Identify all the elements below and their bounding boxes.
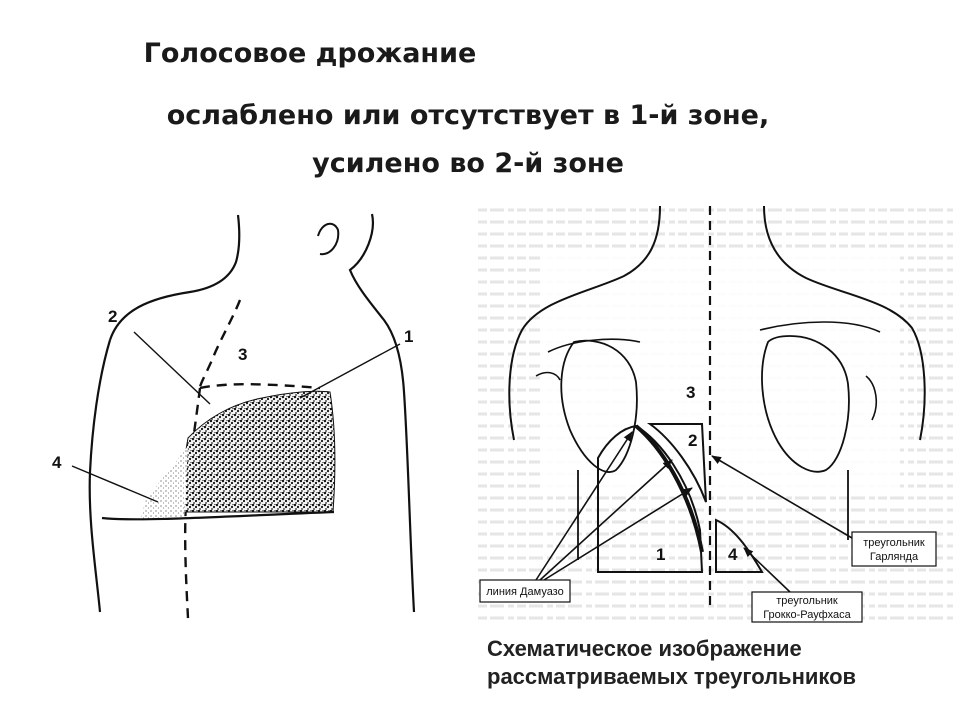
heading-line-2: ослаблено или отсутствует в 1-й зоне, (166, 100, 770, 131)
zone4-grocco-triangle (715, 518, 764, 573)
left-label-2: 2 (108, 307, 117, 326)
ear-outline (317, 222, 340, 256)
zone4-area (140, 446, 188, 520)
garland-box-text-1: треугольник (863, 537, 925, 549)
caption-line-1: Схематическое изображение (487, 636, 802, 661)
heading-line-3: усилено во 2-й зоне (312, 148, 624, 179)
arrow-to-damoiseau-top (535, 431, 633, 581)
right-neck-shoulder (763, 205, 926, 441)
grocco-box-text-1: треугольник (776, 595, 838, 607)
leader-line-1 (299, 343, 401, 399)
right-shoulder-outline (348, 213, 416, 613)
arrow-to-damoiseau-low (543, 487, 693, 581)
left-arm-outline (88, 339, 112, 613)
right-label-2: 2 (688, 431, 697, 450)
left-shoulder-outline (108, 214, 241, 341)
arrow-to-grocco (743, 547, 791, 593)
zones-bottom-line (101, 510, 335, 521)
zone3-dashed-boundary (199, 383, 321, 390)
left-neck-shoulder (508, 205, 661, 441)
left-label-4: 4 (52, 453, 62, 472)
garland-box-text-2: Гарлянда (870, 551, 919, 563)
caption-line-2: рассматриваемых треугольников (487, 664, 857, 689)
left-label-1: 1 (404, 327, 413, 346)
triangles-diagram: линия Дамуазо треугольник Гарлянда треуг… (478, 205, 956, 626)
grocco-box-text-2: Грокко-Рауфхаса (763, 609, 851, 621)
right-label-3: 3 (686, 383, 695, 402)
arrow-to-garland (711, 455, 853, 539)
right-label-1: 1 (656, 545, 665, 564)
left-label-3: 3 (238, 345, 247, 364)
spine-dashed-upper (198, 299, 242, 389)
right-scapula (761, 335, 850, 473)
zone2-garland-triangle (646, 423, 707, 503)
leader-line-2 (133, 331, 211, 405)
damoiseau-line (634, 424, 704, 553)
spine-dashed-lower (183, 387, 202, 619)
back-view-figure: 2 3 1 4 (52, 213, 416, 619)
heading-line-1: Голосовое дрожание (143, 38, 477, 69)
grocco-box (751, 591, 863, 623)
damoiseau-box-text: линия Дамуазо (486, 586, 563, 598)
leader-line-4 (71, 465, 159, 503)
damoiseau-box (479, 579, 571, 603)
left-scapula (560, 339, 638, 473)
arrow-to-damoiseau-mid (539, 459, 673, 581)
zone1-area (179, 390, 336, 513)
right-label-4: 4 (728, 545, 738, 564)
garland-box (851, 531, 937, 567)
